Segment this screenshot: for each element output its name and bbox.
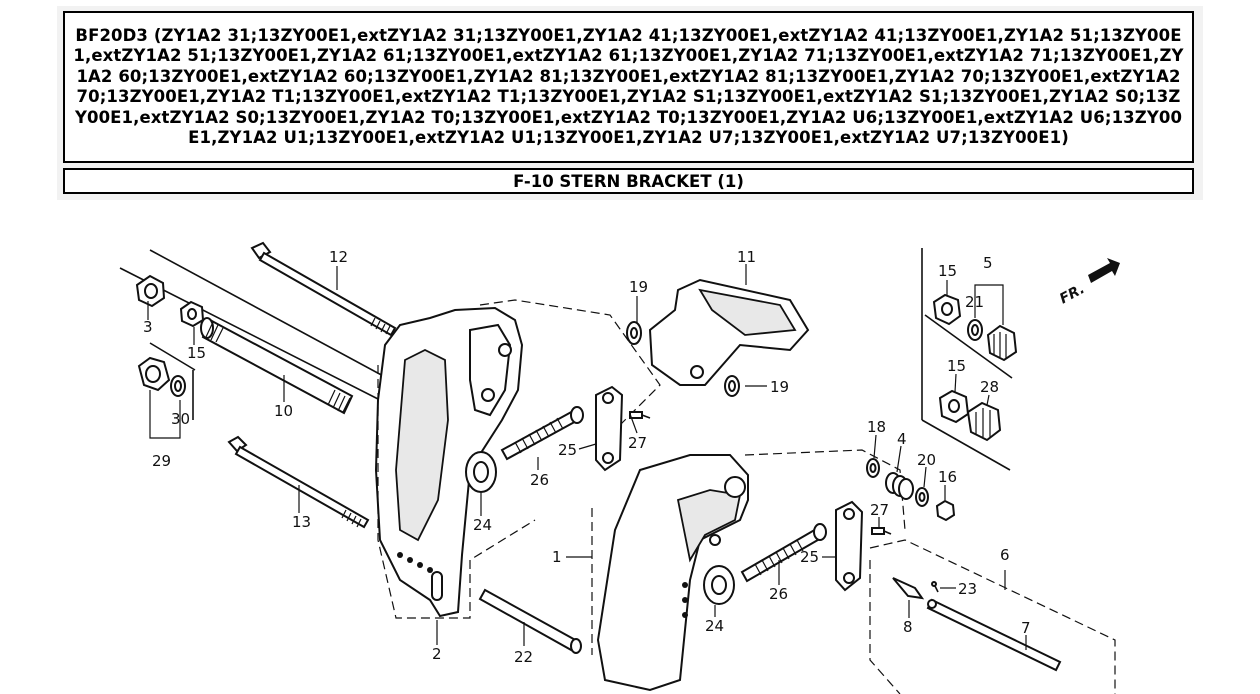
part-29-cap-nut[interactable] [137,356,171,392]
right-panel-frame[interactable] [921,248,1013,471]
part-10-pipe[interactable] [200,317,354,415]
callout-27-left: 27 [628,434,647,452]
callout-29: 29 [152,452,171,470]
callout-27-right: 27 [870,501,889,519]
callout-12: 12 [329,248,348,266]
callout-16: 16 [938,468,957,486]
callout-4: 4 [897,430,907,448]
part-15-nut[interactable] [179,300,205,328]
part-15-nut-right-b[interactable] [938,389,970,424]
part-7-rod[interactable] [926,598,1062,672]
callout-2: 2 [432,645,442,663]
callout-7: 7 [1021,619,1031,637]
part-27-pin-right[interactable] [871,527,892,535]
callout-15: 15 [187,344,206,362]
model-title: BF20D3 (ZY1A2 31;13ZY00E1,extZY1A2 31;13… [73,25,1184,148]
part-4-spring[interactable] [885,472,914,500]
callout-11: 11 [737,248,756,266]
part-26-spring-rod-left[interactable] [500,406,584,461]
callout-25-left: 25 [558,441,577,459]
callout-5: 5 [983,254,993,272]
callout-22: 22 [514,648,533,666]
part-26-spring-rod-right[interactable] [740,523,827,583]
part-8-clip[interactable] [892,577,925,600]
part-24-washer-right[interactable] [703,565,735,605]
callout-30: 30 [171,410,190,428]
callout-10: 10 [274,402,293,420]
part-16-nut[interactable] [935,499,956,522]
callout-15-right-b: 15 [947,357,966,375]
section-title: F-10 STERN BRACKET (1) [513,171,744,191]
part-1-right-bracket[interactable] [596,454,749,692]
part-19-washer-bottom[interactable] [724,375,740,397]
section-title-box: F-10 STERN BRACKET (1) [63,168,1194,194]
front-direction-arrow-icon: FR. [1057,258,1120,307]
callout-20: 20 [917,451,936,469]
callout-24-left: 24 [473,516,492,534]
part-20-washer[interactable] [915,487,929,507]
callout-labels: 12 3 15 10 30 29 13 11 19 19 27 25 26 24… [143,248,1031,666]
callout-13: 13 [292,513,311,531]
part-3-nut[interactable] [135,274,166,308]
part-23-pin[interactable] [931,581,939,593]
callout-leaders [147,264,1027,650]
callout-19-top: 19 [629,278,648,296]
part-22-pin[interactable] [478,588,582,654]
part-13-bolt[interactable] [227,435,370,529]
callout-23: 23 [958,580,977,598]
part-12-bolt[interactable] [250,241,397,337]
part-27-pin-left[interactable] [629,411,651,419]
callout-26-right: 26 [769,585,788,603]
callout-26-left: 26 [530,471,549,489]
callout-3: 3 [143,318,153,336]
front-direction-label: FR. [1057,281,1087,307]
part-2-left-bracket[interactable] [374,306,524,618]
callout-24-right: 24 [705,617,724,635]
left-panel-frame [119,249,401,420]
callout-21: 21 [965,293,984,311]
callout-25-right: 25 [800,548,819,566]
callout-18: 18 [867,418,886,436]
part-11-thrust-bracket[interactable] [648,278,810,386]
part-15-nut-right-a[interactable] [932,293,962,326]
part-5-nut[interactable] [986,324,1018,362]
part-25-link-right[interactable] [835,500,864,592]
callout-28: 28 [980,378,999,396]
callout-19-bottom: 19 [770,378,789,396]
callout-6: 6 [1000,546,1010,564]
part-25-link-left[interactable] [595,385,624,472]
part-24-washer-left[interactable] [465,451,497,493]
callout-15-right-a: 15 [938,262,957,280]
part-18-washer[interactable] [866,458,880,478]
part-28-nut[interactable] [966,401,1002,442]
part-21-washer[interactable] [967,319,983,341]
callout-8: 8 [903,618,913,636]
callout-1: 1 [552,548,562,566]
model-title-box: BF20D3 (ZY1A2 31;13ZY00E1,extZY1A2 31;13… [63,11,1194,163]
part-19-washer-top[interactable] [626,321,642,345]
part-30-washer[interactable] [170,375,186,397]
